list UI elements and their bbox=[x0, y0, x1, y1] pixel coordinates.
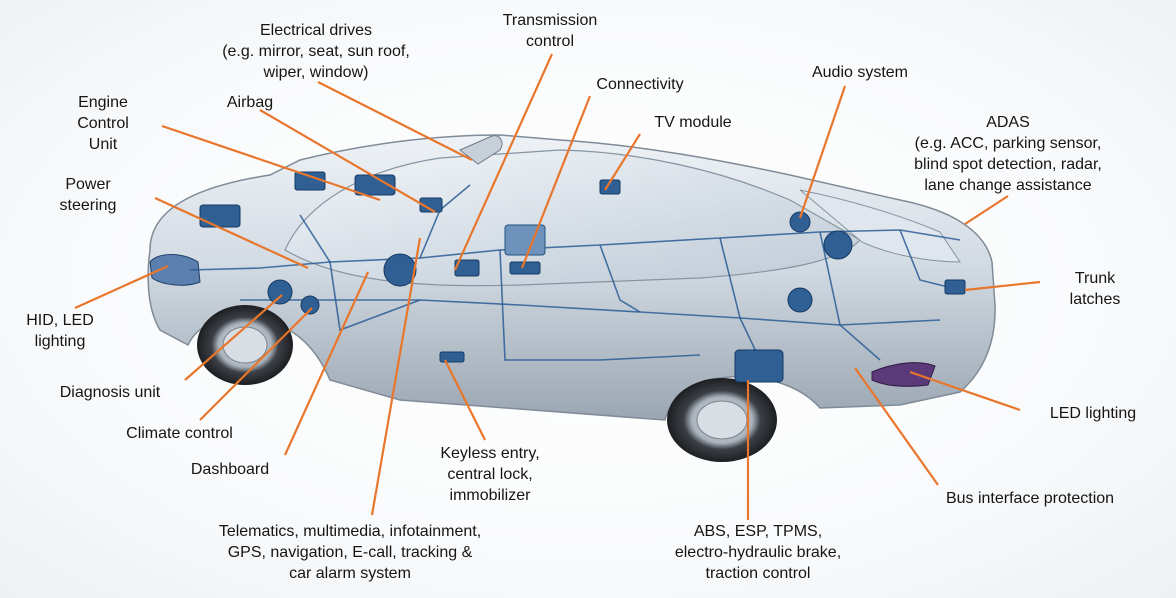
leader-trunk-latches bbox=[964, 280, 1041, 292]
label-electrical-drives: Electrical drives (e.g. mirror, seat, su… bbox=[222, 22, 410, 81]
leader-diagnosis-unit bbox=[184, 294, 283, 381]
rear-lamp bbox=[871, 362, 936, 387]
label-telematics: Telematics, multimedia, infotainment, GP… bbox=[218, 523, 482, 582]
leader-lines bbox=[74, 53, 1041, 520]
rear-window bbox=[799, 189, 961, 263]
label-dashboard: Dashboard bbox=[190, 461, 270, 478]
label-diagnosis-unit: Diagnosis unit bbox=[59, 384, 161, 401]
leader-electrical-drives bbox=[317, 81, 473, 161]
leader-bus-interface-protection bbox=[854, 367, 939, 486]
front-wheel bbox=[197, 305, 293, 385]
side-mirror bbox=[459, 135, 503, 165]
leader-adas bbox=[964, 195, 1009, 225]
label-engine-control-unit: Engine Control Unit bbox=[77, 94, 129, 153]
label-climate-control: Climate control bbox=[126, 425, 233, 442]
leader-airbag bbox=[259, 109, 436, 213]
leader-keyless-entry bbox=[444, 359, 486, 441]
leader-audio-system bbox=[798, 85, 847, 219]
label-bus-interface-protection: Bus interface protection bbox=[945, 490, 1115, 507]
rear-wheel bbox=[667, 378, 777, 462]
leader-tv-module bbox=[604, 133, 641, 191]
label-trunk-latches: Trunk latches bbox=[1069, 270, 1121, 308]
leader-hid-led-lighting bbox=[74, 264, 169, 310]
leader-dashboard bbox=[283, 271, 370, 456]
label-hid-led-lighting: HID, LED lighting bbox=[26, 312, 94, 350]
leader-led-lighting bbox=[909, 370, 1021, 412]
headlight bbox=[149, 254, 201, 286]
label-led-lighting: LED lighting bbox=[1049, 405, 1137, 422]
electronic-modules bbox=[199, 171, 966, 383]
label-audio-system: Audio system bbox=[811, 64, 909, 81]
leader-connectivity bbox=[520, 95, 592, 269]
label-connectivity: Connectivity bbox=[596, 76, 684, 93]
wiring-harness bbox=[189, 184, 961, 361]
label-abs-esp: ABS, ESP, TPMS, electro-hydraulic brake,… bbox=[674, 523, 842, 582]
label-airbag: Airbag bbox=[226, 94, 274, 111]
leader-power-steering bbox=[154, 196, 309, 270]
label-keyless-entry: Keyless entry, central lock, immobilizer bbox=[440, 445, 540, 504]
leader-telematics bbox=[370, 237, 422, 516]
label-power-steering: Power steering bbox=[59, 176, 117, 214]
label-adas: ADAS (e.g. ACC, parking sensor, blind sp… bbox=[914, 114, 1102, 194]
leader-climate-control bbox=[199, 307, 313, 421]
label-tv-module: TV module bbox=[654, 114, 732, 131]
leader-engine-control-unit bbox=[161, 124, 381, 202]
car-illustration bbox=[147, 134, 996, 462]
car-cabin-glass bbox=[284, 149, 861, 287]
label-transmission-control: Transmission control bbox=[502, 12, 598, 50]
leader-transmission-control bbox=[453, 53, 554, 271]
